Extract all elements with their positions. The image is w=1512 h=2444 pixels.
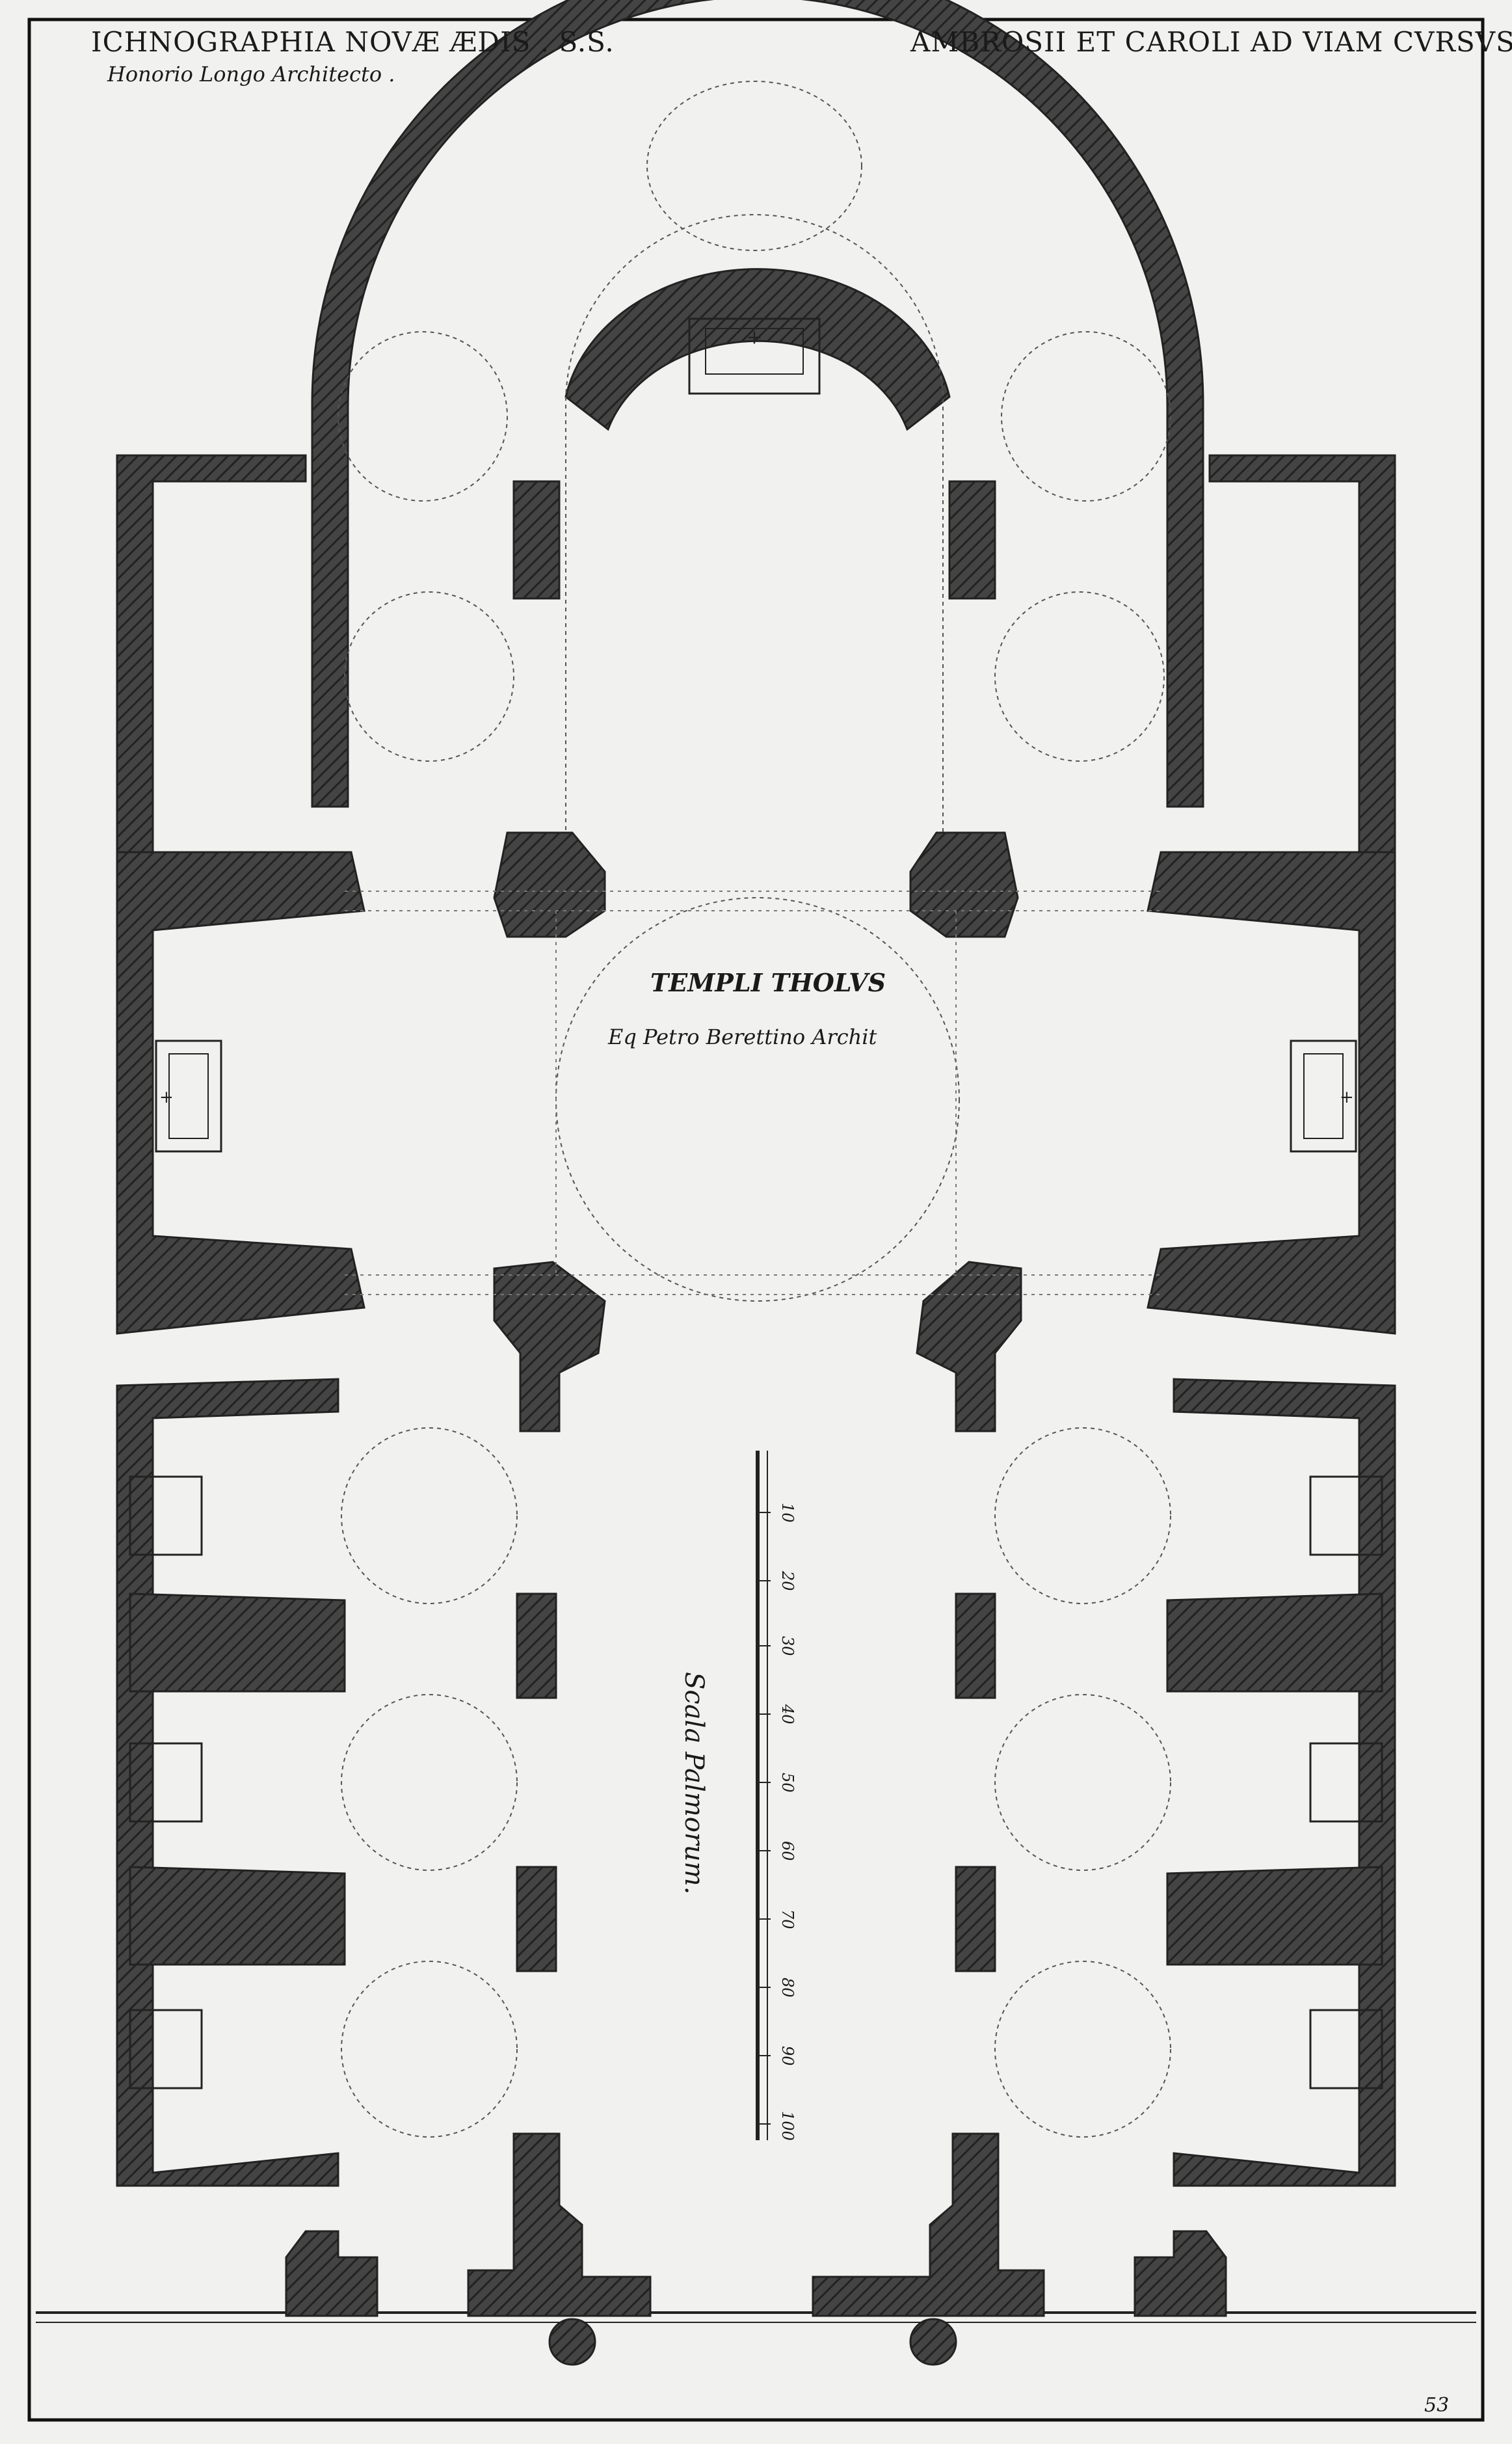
transept: + + <box>116 851 1396 1335</box>
facade <box>285 2132 1227 2366</box>
svg-text:+: + <box>1340 1088 1354 1107</box>
scale-tick: 80 <box>778 1978 797 1998</box>
svg-text:+: + <box>746 326 762 349</box>
crossing-piers <box>493 831 1022 1432</box>
scale-tick: 100 <box>778 2111 797 2141</box>
sheet-frame <box>27 18 1485 2422</box>
scale-tick: 20 <box>778 1571 797 1591</box>
scale-tick: 10 <box>778 1503 797 1523</box>
scale-tick: 60 <box>778 1841 797 1861</box>
scale-tick: 30 <box>778 1636 797 1656</box>
scale-bar <box>756 1451 771 2140</box>
apse: + <box>311 0 1204 846</box>
plan-title-left: ICHNOGRAPHIA NOVÆ ÆDIS . S.S. <box>91 26 615 58</box>
scale-tick: 40 <box>778 1704 797 1725</box>
scale-tick: 90 <box>778 2046 797 2066</box>
dome-architect-credit: Eq Petro Berettino Archit <box>608 1025 877 1049</box>
page-number: 53 <box>1424 2394 1450 2417</box>
svg-text:+: + <box>159 1088 174 1107</box>
plan-title-right: AMBROSII ET CAROLI AD VIAM CVRSVS. <box>910 26 1512 58</box>
architect-credit: Honorio Longo Architecto . <box>107 62 395 87</box>
nave-altars <box>129 1475 1383 2089</box>
nave-chapels <box>116 1378 1396 2187</box>
scale-tick: 50 <box>778 1773 797 1793</box>
scale-label: Scala Palmorum. <box>679 1672 709 1895</box>
dome-circle <box>555 897 960 1302</box>
upper-side-chambers <box>116 454 1396 853</box>
scale-tick: 70 <box>778 1909 797 1929</box>
dome-title: TEMPLI THOLVS <box>650 968 886 997</box>
